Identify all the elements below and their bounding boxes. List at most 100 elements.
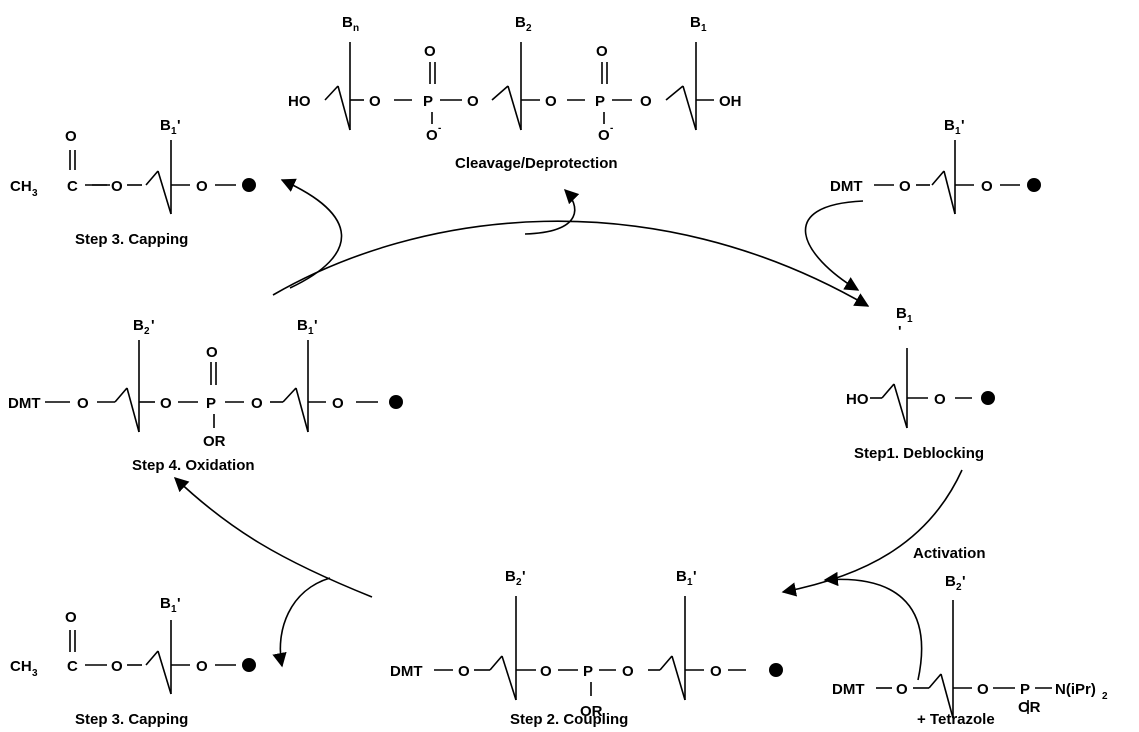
phosphoramidite-structure (876, 600, 1052, 719)
prime-mark: ' (693, 568, 697, 585)
subscript-3: 3 (32, 668, 38, 679)
oxidation-structure (45, 340, 378, 433)
atom-OH: OH (719, 93, 742, 110)
atom-DMT: DMT (830, 178, 863, 195)
solid-support-bead (981, 391, 995, 405)
base-label: B (505, 568, 516, 585)
atom-O: O (65, 609, 77, 626)
deblocking-atoms: HO O B 1 ' Step1. Deblocking (846, 305, 984, 462)
solid-support-bead (389, 395, 403, 409)
base-label: B (160, 117, 171, 134)
label-oxidation: Step 4. Oxidation (132, 457, 255, 474)
atom-HO: HO (846, 391, 869, 408)
dmt-start-atoms: DMT O O B 1 ' (830, 117, 993, 195)
cleavage-product-atoms: HO O O P O - O O O P O - O OH B n B 2 B … (288, 14, 742, 172)
atom-O: O (896, 681, 908, 698)
base-label: B (515, 14, 526, 31)
prime-mark: ' (961, 117, 965, 134)
atom-P: P (583, 663, 593, 680)
capping-top-structure (69, 140, 236, 215)
atom-O: O (424, 43, 436, 60)
atom-O: O (540, 663, 552, 680)
atom-O: O (977, 681, 989, 698)
capping-bottom-structure (69, 620, 236, 695)
solid-support-bead (769, 663, 783, 677)
atom-O: O (369, 93, 381, 110)
base-label: B (896, 305, 907, 322)
phosphoramidite-atoms: DMT O O P N(iPr) 2 OR B 2 ' Activation +… (832, 545, 1108, 728)
prime-mark: ' (962, 573, 966, 590)
base-subscript: 1 (171, 126, 177, 137)
base-subscript: 1 (955, 126, 961, 137)
subscript-2: 2 (1102, 691, 1108, 702)
cleavage-product-structure (324, 42, 714, 131)
base-label: B (297, 317, 308, 334)
base-label: B (133, 317, 144, 334)
atom-O: O (467, 93, 479, 110)
atom-CH: CH (10, 658, 32, 675)
atom-O: O (640, 93, 652, 110)
capping-top-atoms: CH 3 O C O O B 1 ' Step 3. Capping (10, 117, 208, 248)
oxidation-atoms: DMT O O O P OR O O B 2 ' B 1 ' Step 4. O… (8, 317, 344, 474)
arrow-oxidation-to-deblocking (272, 220, 870, 307)
atom-O: O (545, 93, 557, 110)
base-label: B (676, 568, 687, 585)
prime-mark: ' (177, 117, 181, 134)
label-deblocking: Step1. Deblocking (854, 445, 984, 462)
atom-O: O (160, 395, 172, 412)
atom-C: C (67, 658, 78, 675)
base-subscript: 1 (687, 577, 693, 588)
atom-O: O (196, 178, 208, 195)
base-subscript: 2 (144, 326, 150, 337)
arrow-dmt-to-deblocking (804, 200, 864, 291)
atom-DMT: DMT (390, 663, 423, 680)
solid-support-bead (242, 178, 256, 192)
prime-mark: ' (177, 595, 181, 612)
deblocking-structure (870, 348, 972, 429)
prime-mark: ' (151, 317, 155, 334)
base-subscript: 2 (956, 582, 962, 593)
charge-minus: - (438, 123, 441, 134)
base-subscript: 1 (701, 23, 707, 34)
label-capping-bottom: Step 3. Capping (75, 711, 188, 728)
atom-O: O (934, 391, 946, 408)
base-subscript: 1 (308, 326, 314, 337)
atom-DMT: DMT (8, 395, 41, 412)
base-subscript: 2 (526, 23, 532, 34)
dmt-start-structure (874, 140, 1020, 215)
label-capping-top: Step 3. Capping (75, 231, 188, 248)
atom-O: O (111, 178, 123, 195)
atom-O: O (622, 663, 634, 680)
label-cleavage: Cleavage/Deprotection (455, 155, 618, 172)
atom-O: O (77, 395, 89, 412)
atom-O: O (598, 127, 610, 144)
atom-P: P (206, 395, 216, 412)
base-label: B (944, 117, 955, 134)
atom-O: O (251, 395, 263, 412)
atom-O: O (899, 178, 911, 195)
arrow-deblocking-to-coupling (781, 469, 963, 597)
atom-C: C (67, 178, 78, 195)
atom-O: O (206, 344, 218, 361)
prime-mark: ' (314, 317, 318, 334)
base-label: B (690, 14, 701, 31)
atom-O: O (710, 663, 722, 680)
atom-P: P (595, 93, 605, 110)
base-subscript: n (353, 23, 359, 34)
atom-O: O (332, 395, 344, 412)
arrow-coupling-to-oxidation (173, 477, 373, 598)
charge-minus: - (610, 123, 613, 134)
solid-support-bead (242, 658, 256, 672)
atom-O: O (981, 178, 993, 195)
base-label: B (945, 573, 956, 590)
base-subscript: 1 (171, 604, 177, 615)
base-subscript: 1 (907, 314, 913, 325)
atom-O: O (426, 127, 438, 144)
arrow-to-cleavage (524, 188, 580, 235)
label-tetrazole: + Tetrazole (917, 711, 995, 728)
tick-mark: ' (898, 323, 902, 340)
base-label: B (342, 14, 353, 31)
atom-O: O (65, 128, 77, 145)
capping-bottom-atoms: CH 3 O C O O B 1 ' Step 3. Capping (10, 595, 208, 728)
